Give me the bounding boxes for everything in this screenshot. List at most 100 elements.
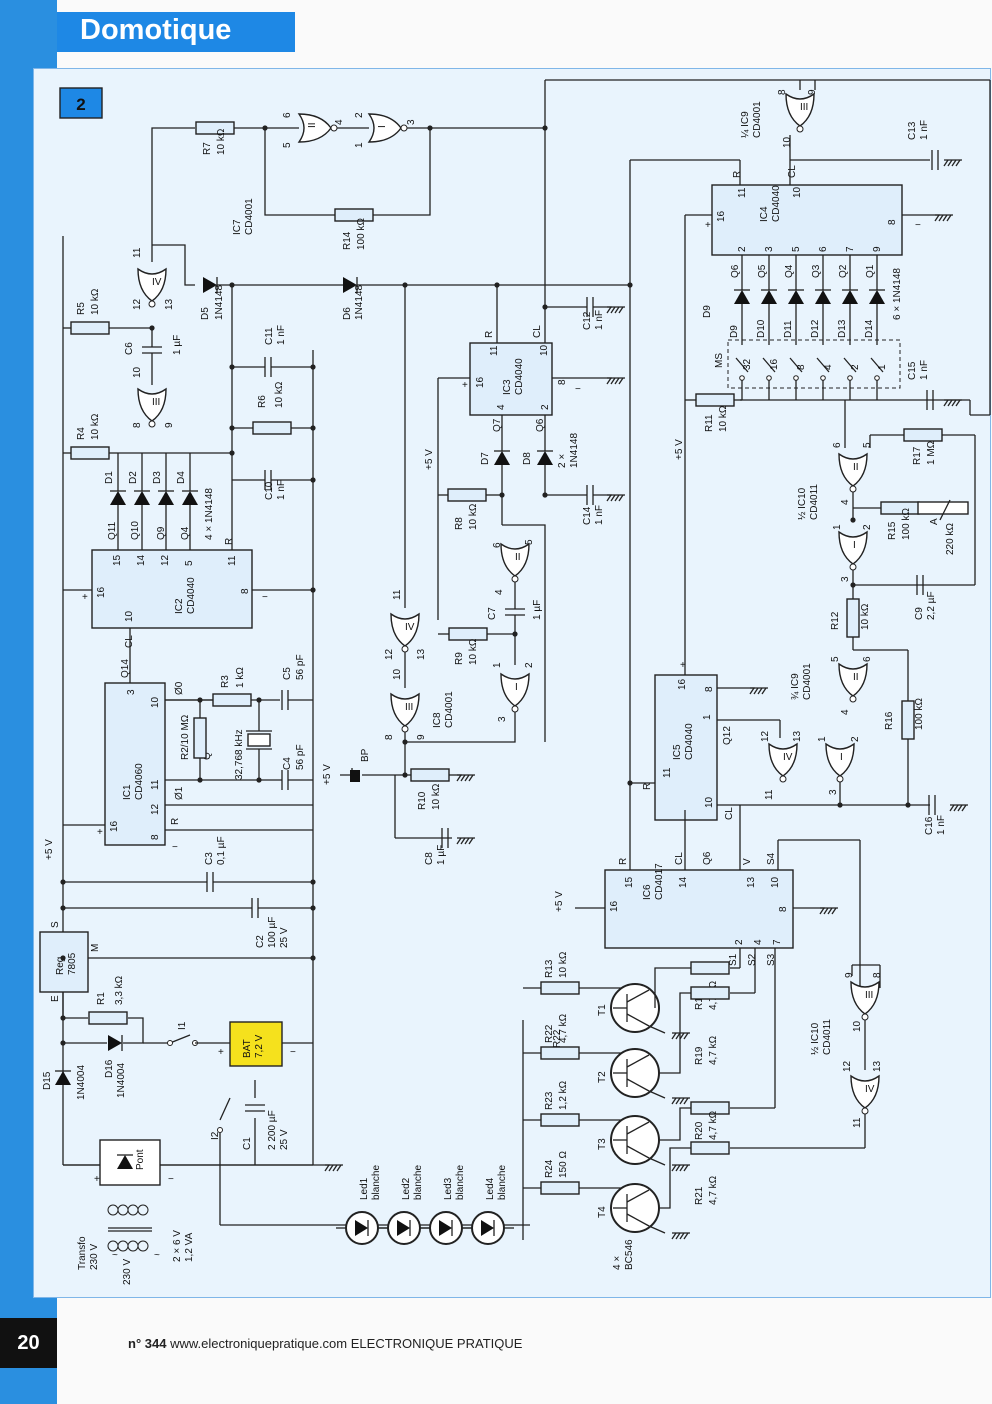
ic4-pin: 10 <box>792 186 803 198</box>
pin: 3 <box>840 576 851 582</box>
gate-body <box>838 662 868 697</box>
gate-body <box>390 612 420 647</box>
website: www.electroniquepratique.com <box>170 1336 348 1351</box>
battery-voltage: 7,2 V <box>254 1034 265 1058</box>
junction-dot <box>310 425 316 431</box>
c12-value: 1 nF <box>594 310 605 330</box>
plus5v-label: +5 V <box>674 439 685 460</box>
c10-value: 1 nF <box>276 480 287 500</box>
ic6-pin: Q6 <box>702 851 713 865</box>
ic4-pin: 5 <box>791 246 802 252</box>
r1-label: R1 <box>96 992 107 1005</box>
r2 <box>193 717 207 759</box>
bridge-label: Pont <box>135 1149 146 1170</box>
resistor-value: 10 kΩ <box>558 951 569 978</box>
r15-value: 100 kΩ <box>901 508 912 540</box>
c9-value: 2,2 µF <box>926 591 937 620</box>
ic4-pin: 3 <box>764 246 775 252</box>
ic3-name: IC3 <box>502 379 513 395</box>
diode-part: 1N4148 <box>569 433 580 468</box>
diode-label: D8 <box>522 452 533 465</box>
ic3-pin: CL <box>532 325 543 338</box>
gate-number: III <box>865 990 873 1001</box>
ic2-part: CD4040 <box>186 577 197 614</box>
diode <box>815 290 831 304</box>
resistor-label: R22 <box>552 1029 563 1048</box>
c11-label: C11 <box>264 327 275 345</box>
ic2-pin: 14 <box>136 554 147 566</box>
r5-value: 10 kΩ <box>90 288 101 315</box>
r5 <box>70 321 110 335</box>
minus-sign: − <box>575 384 581 395</box>
gate-inverter <box>796 125 804 133</box>
led-color: blanche <box>371 1165 382 1200</box>
pin: 9 <box>416 734 427 740</box>
wire <box>831 907 837 915</box>
switch-contact <box>167 1040 173 1046</box>
pin: 11 <box>764 789 775 800</box>
r4-label: R4 <box>76 427 87 440</box>
ic4-output: Q1 <box>865 264 876 278</box>
page-number: 20 <box>0 1318 57 1368</box>
switch-contact <box>820 375 826 381</box>
wire <box>626 1145 650 1159</box>
transistor-t1 <box>610 983 660 1033</box>
ms-switch-bank <box>727 339 901 389</box>
ic2-pin: Q10 <box>130 521 141 540</box>
ic1-pin: 3 <box>126 689 137 695</box>
junction-dot <box>229 450 235 456</box>
ic4-pin: 8 <box>887 219 898 225</box>
pin: 2 <box>354 112 365 118</box>
wire <box>675 1032 681 1040</box>
ic6-pin: 16 <box>609 900 620 912</box>
footer-line: n° 344 www.electroniquepratique.com ELEC… <box>128 1336 522 1351</box>
wire <box>679 1164 685 1172</box>
resistor-value: 1,2 kΩ <box>558 1080 569 1110</box>
pin: 8 <box>872 972 883 978</box>
pin: 1 <box>354 142 365 148</box>
wire <box>456 774 462 782</box>
reg-pin: E <box>50 995 61 1002</box>
junction-dot <box>310 587 316 593</box>
wire <box>610 494 616 502</box>
gate-body <box>137 267 167 302</box>
junction-dot <box>310 905 316 911</box>
pin: 13 <box>164 298 175 310</box>
wire <box>626 989 650 1003</box>
reg-pin: M <box>90 944 101 952</box>
switch-contact <box>217 1127 223 1133</box>
junction-dot <box>310 879 316 885</box>
gate-number: III <box>152 397 160 408</box>
d15-part: 1N4004 <box>76 1065 87 1100</box>
mains-label: 230 V <box>122 1259 133 1285</box>
ic6-part: CD4017 <box>654 863 665 900</box>
led-label: Led3 <box>443 1177 454 1200</box>
junction-dot <box>60 955 66 961</box>
wire <box>151 127 195 262</box>
c1-value: 2 200 µF <box>267 1110 278 1150</box>
diode <box>869 290 885 304</box>
ic6-pin: S1 <box>728 953 739 966</box>
wire <box>827 907 833 915</box>
quartz-freq: 32,768 kHz <box>234 729 245 780</box>
ic9b-part: CD4001 <box>802 663 813 700</box>
figure-number: 2 <box>76 95 85 114</box>
ic1-pin: 16 <box>109 820 120 832</box>
wire <box>762 357 776 373</box>
pin: 8 <box>132 422 143 428</box>
ic1-pin: Q14 <box>120 659 131 678</box>
wire <box>938 214 944 222</box>
diode <box>182 491 198 505</box>
ic6-pin: 4 <box>753 939 764 945</box>
pin: 4 <box>494 589 505 595</box>
r17 <box>903 428 943 442</box>
ic10b-label: ½ IC10 <box>810 1022 821 1055</box>
wire <box>819 907 825 915</box>
gate-body <box>785 92 815 127</box>
gate-inverter <box>861 1107 869 1115</box>
ic5-pin: R <box>642 783 653 790</box>
coil <box>137 1240 149 1252</box>
regulator-7805 <box>39 931 89 993</box>
ic5-pin: CL <box>724 807 735 820</box>
r15-label: R15 <box>887 521 898 540</box>
